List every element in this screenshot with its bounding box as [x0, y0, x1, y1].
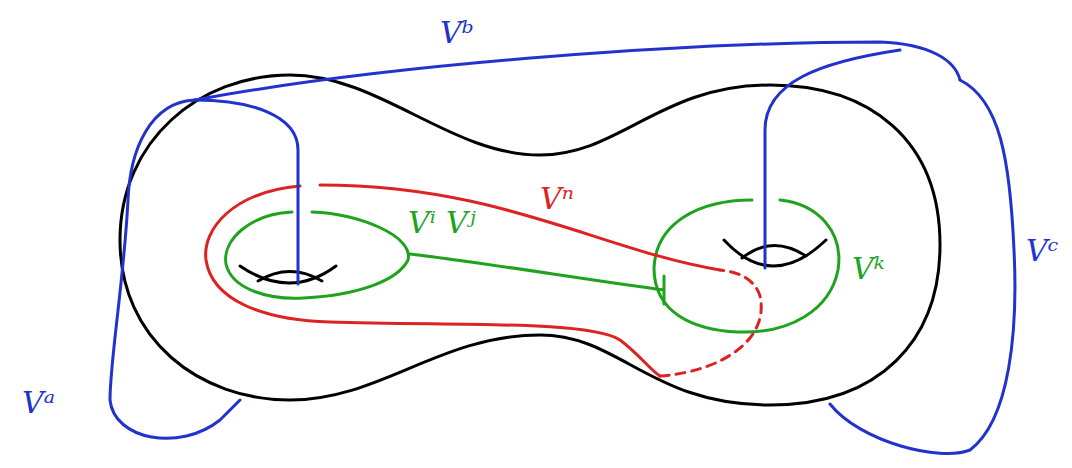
curve-vn-hidden [660, 270, 761, 376]
curve-label: Vᵃ [22, 388, 55, 418]
curve-vb [195, 42, 960, 100]
curve-va [110, 100, 240, 438]
curve-label: Vʲ [446, 208, 476, 238]
curve-label: Vⁿ [540, 184, 574, 214]
curve-vn-upper [320, 185, 720, 270]
curve-vi [226, 212, 409, 298]
genus-two-surface [120, 75, 940, 405]
left-hole-cap [258, 272, 322, 282]
curve-vj [410, 254, 664, 304]
curve-label: Vᵏ [852, 254, 885, 284]
right-hole [724, 240, 826, 266]
left-hole [240, 266, 336, 283]
curve-label: Vᵇ [440, 18, 474, 48]
right-hole-cap [742, 245, 806, 258]
curve-vn [206, 186, 660, 376]
curve-label: Vᶜ [1026, 236, 1058, 266]
curve-label: Vⁱ [408, 208, 436, 238]
curve-va-stem [195, 100, 298, 284]
curve-vc [830, 80, 1015, 453]
curve-vc-stem [765, 50, 900, 268]
curve-vk [654, 200, 839, 332]
